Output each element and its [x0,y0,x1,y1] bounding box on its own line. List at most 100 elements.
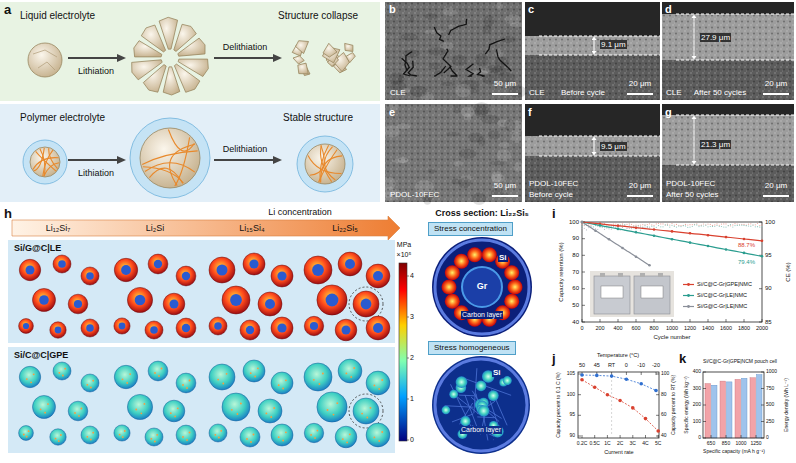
node-text: Carbon layer [461,311,503,319]
axis-label: 1250 [750,441,761,447]
sem-annotation: After 50 cycles [694,88,746,97]
axis-label: 85 [765,319,772,326]
node-text: Si [498,253,508,262]
axis-label: 79.4% [738,259,755,266]
sem-annotation: 20 μm [629,181,651,190]
cross-section-circle: SiCarbon layer [432,356,530,454]
axis-label: CE (%) [785,262,792,281]
panel-letter: i [552,207,556,222]
node-text: Delithiation [223,144,268,154]
scale-bar [763,195,789,197]
node-text: Polymer electrolyte [20,112,105,124]
cross-section-circle: SiGrCarbon layer [432,237,532,337]
axis-label: 100 [693,419,701,425]
sem-annotation: After 50 cycles [666,190,718,199]
colorbar-label: ×10⁵ [397,251,412,259]
sem-annotation: Before cycle [529,190,573,199]
sem-annotation: PDOL-10FEC [529,179,578,188]
axis-label: 400 [613,325,622,331]
sem-annotation: PDOL-10FEC [390,190,439,199]
simulation-row: Si/G@C|LE [8,240,395,343]
sem-annotation: 20 μm [765,79,787,88]
axis-label: Specific capacity (mA h g⁻¹) [703,449,765,455]
axis-label: 90 [765,285,772,292]
node-text: Lithiation [78,168,114,178]
axis-label: 100 [661,371,669,377]
axis-label: 100 [567,392,575,398]
axis-label: Temperature (°C) [597,352,639,358]
sem-cross-section [662,104,794,202]
legend-text: Si/C@C-Gr|LE|NMC [697,292,747,298]
colorbar-label: MPa [397,241,411,249]
axis-label: RT [608,362,615,368]
stress-tag-box: Stress concentration [428,222,513,236]
stress-tag-box: Stress homogeneous [428,341,516,355]
axis-label: 500 [766,402,774,408]
phase-label: Li₁₅Si₄ [239,223,264,233]
axis-label: 750 [766,386,774,392]
colorbar-label: 1 [410,395,414,403]
axis-label: 1400 [702,325,714,331]
axis-label: 200 [693,402,701,408]
chart-title: Si/C@C-Gr|GPE|NCM pouch cell [703,359,777,365]
axis-label: 0 [766,435,769,441]
panel-letter: j [552,352,556,367]
sem-annotation: CLE [529,88,545,97]
sem-annotation: CLE [390,88,406,97]
legend-sample [683,294,694,297]
panel-letter: d [665,3,672,16]
axis-label: 800 [649,325,658,331]
node-text: Si [492,368,502,377]
axis-label: 105 [567,371,575,377]
axis-label: 1000 [735,441,746,447]
colorbar-label: 2 [410,354,414,362]
axis-label: 1C [604,441,610,447]
axis-label: -10 [637,362,645,368]
sem-annotation: 21.3 μm [700,140,731,149]
axis-label: Current rate [604,449,633,455]
axis-label: 40 [661,433,667,439]
sem-annotation: 50 μm [494,181,516,190]
scale-bar [763,93,789,95]
panel-letter: k [679,352,686,367]
node-text: Si/G@C|LE [14,243,61,253]
cycling-chart [581,221,764,322]
axis-label: Capacity percent to RT (%) [671,375,677,435]
axis-label: Energy density (Wh L⁻¹) [784,378,790,432]
sem-annotation: 9.5 μm [600,142,627,151]
simulation-row: Si/C@C|GPE [8,347,395,453]
axis-label: 200 [595,325,604,331]
particle-stress-map [8,347,395,453]
sem-annotation: 50 μm [494,79,516,88]
axis-label: 100 [569,219,579,226]
axis-label: 2000 [756,325,768,331]
sem-annotation: 20 μm [765,181,787,190]
sem-image [379,100,525,205]
axis-label: 1600 [720,325,732,331]
axis-label: 100 [765,219,775,226]
phase-label: Li₂₂Si₅ [332,223,358,233]
panel-letter: f [528,106,532,119]
pouch-cell-photo [590,271,674,317]
li-concentration-arrow [12,216,400,240]
axis-label: 70 [572,269,579,276]
axis-label: -20 [652,362,660,368]
axis-label: 650 [707,441,715,447]
axis-label: 50 [572,302,579,309]
scale-bar [492,93,518,95]
axis-label: 50 [579,362,585,368]
axis-label: 95 [765,252,772,259]
axis-label: 1000 [766,369,777,375]
axis-label: 4C [642,441,648,447]
box-text: Stress concentration [434,224,507,234]
legend-sample [683,283,694,286]
panel-letter: h [4,207,12,222]
phase-label: Li concentration [268,207,332,217]
axis-label: 1000 [666,325,678,331]
axis-label: 40 [572,319,579,326]
colorbar [399,263,409,441]
axis-label: 90 [569,433,575,439]
colorbar-label: 4 [410,272,414,280]
axis-label: 90 [572,235,579,242]
